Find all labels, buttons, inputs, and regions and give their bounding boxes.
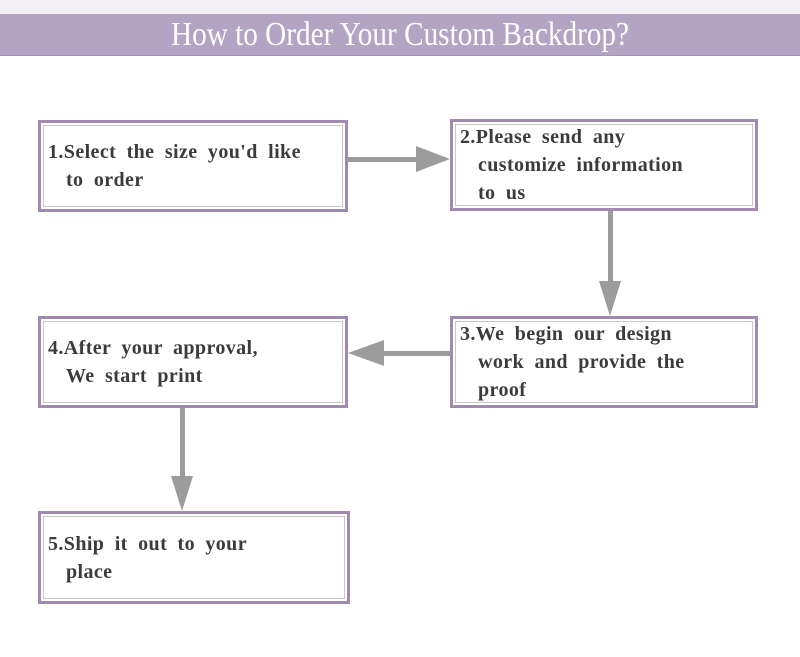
arrow-step2-to-step3 (599, 211, 621, 316)
step-4-line-1: 4.After your approval, (48, 337, 258, 359)
flow-step-5-inner: 5.Ship it out to your place (43, 516, 345, 599)
flow-step-2: 2.Please send any customize information … (450, 119, 758, 211)
arrowhead-left-icon (348, 340, 384, 366)
flow-step-3-inner: 3.We begin our design work and provide t… (455, 321, 753, 403)
step-5-line-1: 5.Ship it out to your (48, 532, 247, 555)
flow-step-1: 1.Select the size you'd like to order (38, 120, 348, 212)
step-5-line-2: place (66, 560, 113, 583)
arrowhead-down-icon (599, 281, 621, 316)
flow-step-3: 3.We begin our design work and provide t… (450, 316, 758, 408)
arrow-step1-to-step2 (348, 146, 450, 172)
step-3-line-2: work and provide the (478, 351, 685, 373)
flow-step-5: 5.Ship it out to your place (38, 511, 350, 604)
arrowhead-down-icon (171, 476, 193, 511)
arrow-shaft (380, 351, 450, 356)
flow-step-1-inner: 1.Select the size you'd like to order (43, 125, 343, 207)
step-1-line-2: to order (66, 169, 144, 191)
arrow-shaft (608, 211, 613, 283)
step-4-line-2: We start print (66, 365, 203, 387)
flow-step-4-inner: 4.After your approval, We start print (43, 321, 343, 403)
header-top-strip (0, 0, 800, 14)
step-1-line-1: 1.Select the size you'd like (48, 141, 301, 163)
arrow-step3-to-step4 (348, 340, 450, 366)
flow-step-4: 4.After your approval, We start print (38, 316, 348, 408)
arrow-shaft (348, 157, 418, 162)
flow-step-2-inner: 2.Please send any customize information … (455, 124, 753, 206)
arrow-step4-to-step5 (171, 408, 193, 511)
page-title: How to Order Your Custom Backdrop? (170, 16, 630, 53)
arrow-shaft (180, 408, 185, 478)
step-3-line-1: 3.We begin our design (460, 323, 672, 345)
step-2-line-3: to us (478, 182, 526, 204)
step-2-line-1: 2.Please send any (460, 126, 626, 148)
step-2-line-2: customize information (478, 154, 684, 176)
header-banner: How to Order Your Custom Backdrop? (0, 14, 800, 56)
step-3-line-3: proof (478, 379, 527, 401)
arrowhead-right-icon (416, 146, 450, 172)
